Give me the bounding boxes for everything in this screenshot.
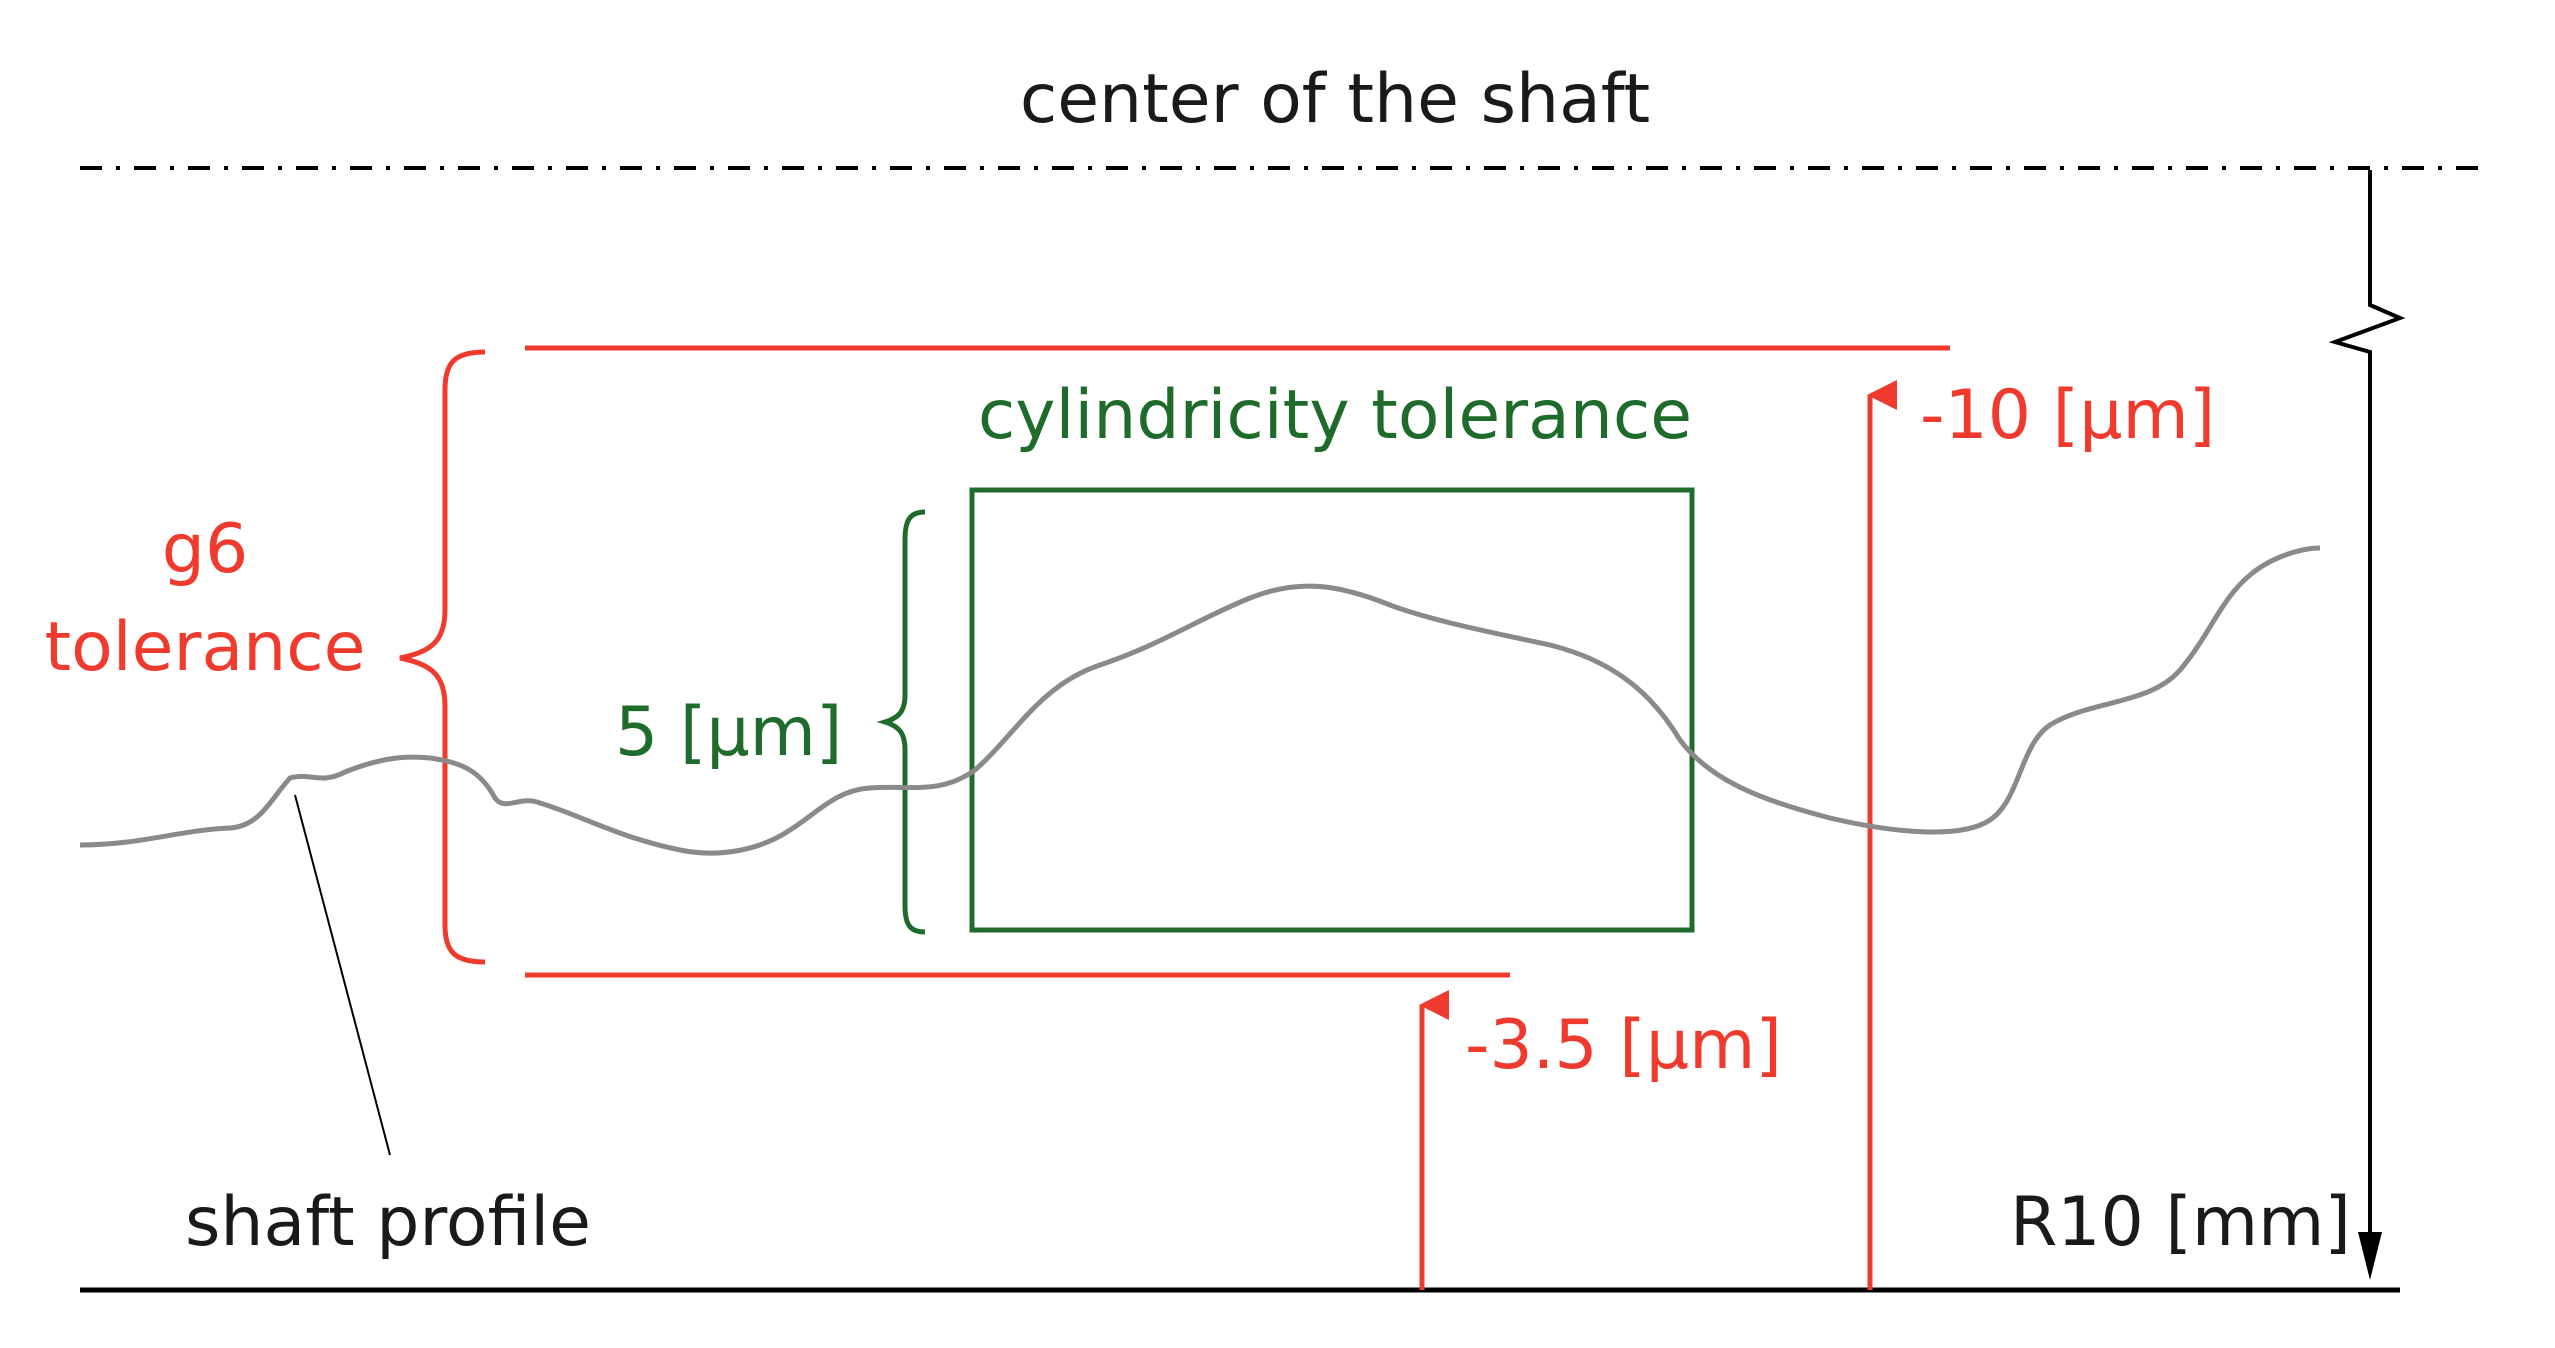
lower-deviation-label: -3.5 [μm] — [1465, 1006, 1782, 1085]
upper-deviation-label: -10 [μm] — [1920, 376, 2215, 455]
cylindricity-tolerance-label: cylindricity tolerance — [978, 376, 1692, 455]
g6-label-line2: tolerance — [45, 608, 366, 687]
radius-label: R10 [mm] — [2010, 1183, 2351, 1262]
shaft-profile-label: shaft profile — [185, 1183, 591, 1262]
cylindricity-tolerance-box — [969, 487, 1695, 933]
shaft-profile-leader — [294, 794, 391, 1156]
cylindricity-value-label: 5 [μm] — [615, 693, 842, 772]
radius-arrowhead — [2358, 1232, 2382, 1280]
radius-dimension-line — [2328, 170, 2406, 1245]
shaft-profile-curve — [79, 545, 2321, 856]
shaft-center-label: center of the shaft — [1020, 60, 1650, 139]
g6-label-line1: g6 — [162, 510, 248, 589]
g6-tolerance-brace — [399, 349, 486, 965]
cylindricity-brace — [876, 509, 926, 935]
